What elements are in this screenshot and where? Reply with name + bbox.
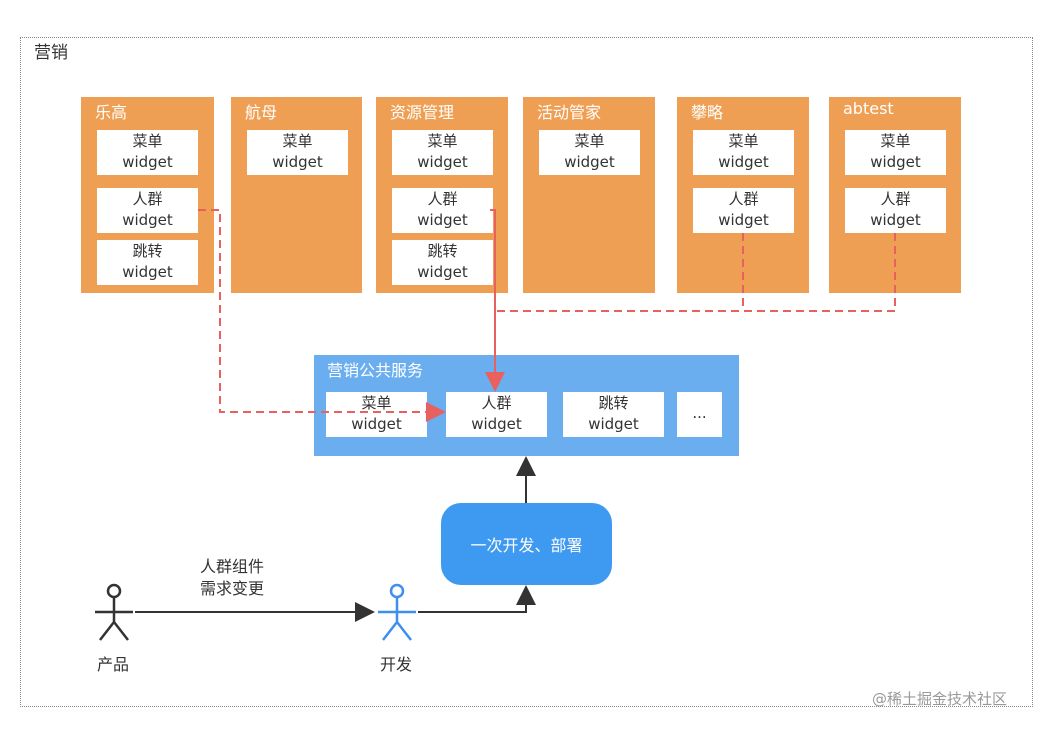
widget-name: 人群 (132, 190, 163, 208)
widget-name: 人群 (427, 190, 458, 208)
edge-label: 人群组件 需求变更 (200, 556, 264, 600)
app-5: abtest 菜单 widget 人群 widget (829, 97, 961, 293)
app-widget: 跳转 widget (97, 240, 198, 285)
widget-name: 人群 (481, 394, 512, 412)
app-widget: 人群 widget (97, 188, 198, 233)
widget-type: widget (588, 415, 639, 433)
widget-name: 菜单 (282, 132, 313, 150)
dev-arrow (418, 585, 536, 613)
watermark: @稀土掘金技术社区 (872, 690, 1008, 708)
widget-type: widget (471, 415, 522, 433)
widget-name: 人群 (728, 190, 759, 208)
service-widget: 跳转 widget (563, 392, 664, 437)
app-widget: 跳转 widget (392, 240, 493, 285)
app-3: 活动管家菜单 widget (523, 97, 655, 293)
app-widget: 人群 widget (845, 188, 946, 233)
widget-type: widget (351, 415, 402, 433)
widget-name: 跳转 (598, 394, 629, 412)
widget-name: 菜单 (880, 132, 911, 150)
app-2: 资源管理菜单 widget 人群 widget 跳转 widget (376, 97, 508, 293)
widget-type: widget (272, 153, 323, 171)
app-1: 航母菜单 widget (231, 97, 362, 293)
widget-type: widget (417, 211, 468, 229)
app-name: abtest (843, 99, 894, 118)
widget-type: widget (718, 153, 769, 171)
app-name: 资源管理 (390, 103, 455, 122)
app-widget: 人群 widget (693, 188, 794, 233)
app-widget: 人群 widget (392, 188, 493, 233)
widget-name: 菜单 (361, 394, 392, 412)
app-name: 活动管家 (537, 103, 602, 122)
widget-name: 菜单 (132, 132, 163, 150)
widget-name: 菜单 (728, 132, 759, 150)
actor-product-label: 产品 (97, 655, 130, 674)
app-name: 航母 (245, 103, 278, 122)
link-resource (485, 209, 505, 392)
app-widget: 菜单 widget (693, 130, 794, 175)
app-widget: 菜单 widget (539, 130, 640, 175)
edge-label-line1: 人群组件 (200, 557, 265, 576)
widget-name: 跳转 (427, 242, 458, 260)
widget-type: widget (870, 211, 921, 229)
app-widget: 菜单 widget (845, 130, 946, 175)
widget-type: widget (122, 211, 173, 229)
widget-type: widget (718, 211, 769, 229)
widget-type: widget (417, 153, 468, 171)
dashed-link-strategy (495, 233, 896, 312)
app-widget: 菜单 widget (97, 130, 198, 175)
frame-title: 营销 (34, 43, 68, 63)
service-title: 营销公共服务 (327, 361, 424, 380)
app-widget: 菜单 widget (247, 130, 348, 175)
widget-type: widget (122, 153, 173, 171)
app-widget: 菜单 widget (392, 130, 493, 175)
widget-name: 跳转 (132, 242, 163, 260)
service-widget: 菜单 widget (326, 392, 427, 437)
marketing-frame (20, 37, 1033, 707)
service-more: ... (677, 392, 722, 437)
widget-type: widget (417, 263, 468, 281)
dashed-link-lego (198, 209, 446, 422)
widget-type: widget (870, 153, 921, 171)
deploy-box: 一次开发、部署 (441, 503, 612, 585)
actor-product-icon (95, 583, 133, 641)
service-widget: 人群 widget (446, 392, 547, 437)
actor-dev-icon (378, 583, 416, 641)
app-0: 乐高菜单 widget 人群 widget 跳转 widget (81, 97, 214, 293)
widget-type: widget (564, 153, 615, 171)
app-name: 乐高 (95, 103, 128, 122)
app-4: 攀略菜单 widget 人群 widget (677, 97, 809, 293)
widget-type: widget (122, 263, 173, 281)
widget-name: 菜单 (427, 132, 458, 150)
public-service-panel: 营销公共服务 菜单 widget 人群 widget 跳转 widget... (314, 355, 739, 456)
actor-dev-label: 开发 (380, 655, 413, 674)
app-name: 攀略 (691, 103, 724, 122)
widget-name: 人群 (880, 190, 911, 208)
widget-name: 菜单 (574, 132, 605, 150)
edge-label-line2: 需求变更 (200, 579, 265, 598)
